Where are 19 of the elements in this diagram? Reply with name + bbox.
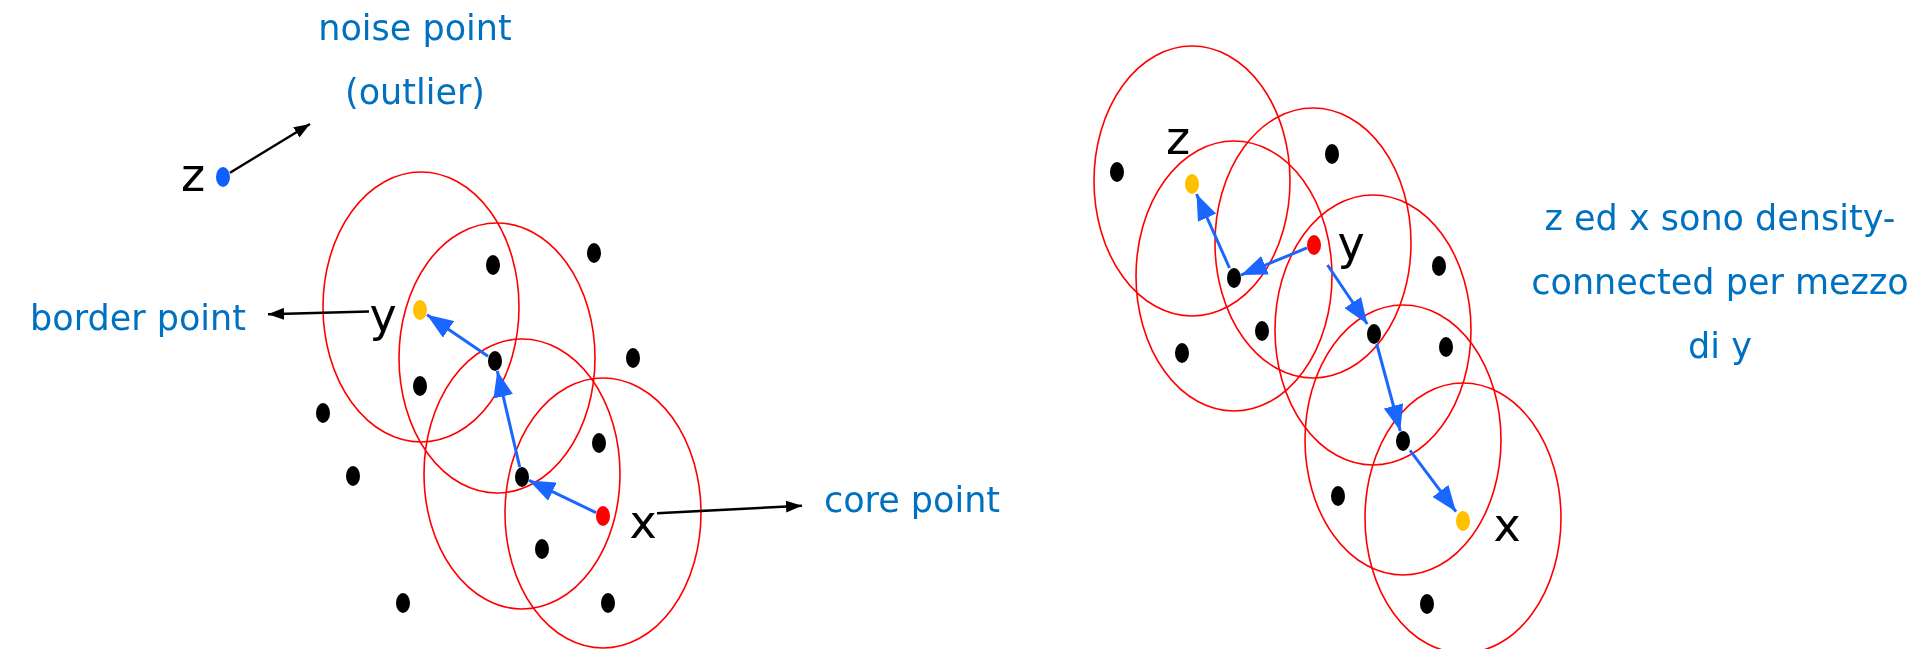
arrow <box>426 313 489 358</box>
annotation-label: z ed x sono density-connected per mezzo di y <box>1525 186 1915 378</box>
point-label: z <box>179 153 207 197</box>
point-label: x <box>1493 503 1521 547</box>
arrow <box>1240 246 1308 277</box>
arrow <box>1408 449 1458 513</box>
arrow <box>267 307 370 320</box>
annotation-label: border point <box>8 286 268 350</box>
point-label: z <box>1164 116 1192 160</box>
arrow <box>528 479 597 514</box>
arrow <box>1375 343 1404 432</box>
arrow <box>1326 264 1369 325</box>
arrow <box>1195 193 1231 269</box>
arrow <box>229 122 311 174</box>
point-label: x <box>629 500 657 544</box>
annotation-label: core point <box>802 468 1022 532</box>
arrow <box>656 500 803 515</box>
annotation-label: noise point (outlier) <box>295 0 535 124</box>
arrow <box>493 370 522 468</box>
